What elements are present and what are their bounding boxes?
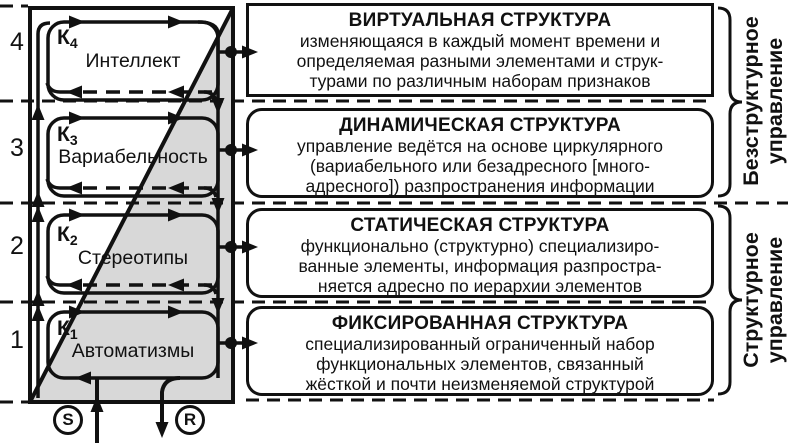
- diagonal-line: [28, 7, 235, 403]
- box-title: ФИКСИРОВАННАЯ СТРУКТУРА: [331, 313, 629, 334]
- input-terminal-label: S: [62, 410, 74, 429]
- box-text-line: функционально (структурно) специализиро-: [300, 236, 660, 256]
- down-arrow-icon: [211, 98, 225, 114]
- r-terminal-circle: [175, 405, 205, 435]
- ascending-flow-line: [31, 21, 51, 398]
- level-4-name: Интеллект: [85, 50, 181, 72]
- outer-frame: [28, 6, 235, 404]
- s-terminal-circle: [53, 405, 83, 435]
- group-braces: [717, 6, 743, 396]
- box-text-line: (вариабельного или безадресного [много-: [309, 156, 651, 176]
- descending-flow-line: [197, 20, 225, 378]
- output-terminal-label: R: [183, 410, 197, 429]
- level-number-2: 2: [10, 232, 24, 260]
- dynamic-structure-box: ДИНАМИЧЕСКАЯ СТРУКТУРА управление ведётс…: [246, 108, 714, 198]
- rotated-label-line: управление: [763, 37, 787, 165]
- up-arrow-icon: [90, 396, 104, 412]
- k2-subscript: 2: [69, 232, 78, 248]
- k3-label: К3: [57, 124, 78, 151]
- box-text-line: ванные элементы, информация разпростра-: [298, 256, 662, 276]
- structured-control-label: Структурное управление: [739, 185, 787, 415]
- level-1-name: Автоматизмы: [71, 340, 195, 362]
- up-arrow-icon: [31, 305, 45, 321]
- left-arrow-icon: [75, 371, 91, 385]
- box-text-line: управление ведётся на основе циркулярног…: [297, 136, 663, 156]
- brace-upper: [717, 6, 743, 198]
- static-structure-box: СТАТИЧЕСКАЯ СТРУКТУРА функционально (стр…: [246, 208, 714, 298]
- box-title: ВИРТУАЛЬНАЯ СТРУКТУРА: [348, 10, 612, 31]
- k4-label: К4: [57, 27, 78, 54]
- level-number-4: 4: [10, 28, 24, 56]
- down-arrow-icon: [211, 298, 225, 314]
- k1-label: К1: [57, 318, 78, 345]
- rotated-label-line: Структурное: [739, 232, 763, 368]
- k3-letter: К: [57, 123, 70, 146]
- level-2-name: Стереотипы: [77, 247, 189, 269]
- k4-subscript: 4: [69, 35, 78, 51]
- dashed-return-lines: [45, 82, 218, 385]
- down-arrow-icon: [211, 198, 225, 214]
- box-text-line: няется адресно по иерархии элементов: [317, 276, 643, 296]
- box-title: ДИНАМИЧЕСКАЯ СТРУКТУРА: [339, 115, 621, 136]
- level-3-name: Вариабельность: [58, 146, 208, 168]
- rotated-label-line: Безструктурное: [739, 16, 763, 186]
- unstructured-control-label: Безструктурное управление: [739, 0, 787, 216]
- fixed-structure-box: ФИКСИРОВАННАЯ СТРУКТУРА специализированн…: [246, 306, 714, 396]
- box-text-line: изменяющаяся в каждый момент времени и: [299, 31, 661, 51]
- up-arrow-icon: [31, 191, 45, 207]
- box-title: СТАТИЧЕСКАЯ СТРУКТУРА: [350, 215, 610, 236]
- k2-letter: К: [57, 223, 70, 246]
- rotated-label-line: управление: [763, 236, 787, 364]
- box-text-line: адресного]) разпространения информации: [305, 176, 655, 196]
- level-number-1: 1: [10, 326, 24, 354]
- box-text-line: турами по различным наборам признаков: [309, 71, 651, 91]
- k1-subscript: 1: [69, 326, 78, 342]
- k2-label: К2: [57, 224, 78, 251]
- up-arrow-icon: [31, 290, 45, 306]
- box-text-line: определяемая разными элементами и струк-: [296, 51, 664, 71]
- k4-letter: К: [57, 26, 70, 49]
- top-edge-right-arrows: [69, 15, 184, 319]
- box-text-line: специализированный ограниченный набор: [305, 334, 655, 354]
- k1-letter: К: [57, 317, 70, 340]
- input-output-terminals: [53, 376, 205, 443]
- level-number-3: 3: [10, 134, 24, 162]
- brace-lower: [717, 204, 743, 396]
- down-arrow-icon: [155, 422, 169, 438]
- k3-subscript: 3: [69, 132, 78, 148]
- up-arrow-icon: [31, 104, 45, 120]
- box-text-line: жёсткой и почти неизменяемой структурой: [305, 374, 655, 394]
- box-text-line: функциональных элементов, связанный: [316, 354, 644, 374]
- virtual-structure-box: ВИРТУАЛЬНАЯ СТРУКТУРА изменяющаяся в каж…: [246, 3, 714, 97]
- up-arrow-icon: [31, 206, 45, 222]
